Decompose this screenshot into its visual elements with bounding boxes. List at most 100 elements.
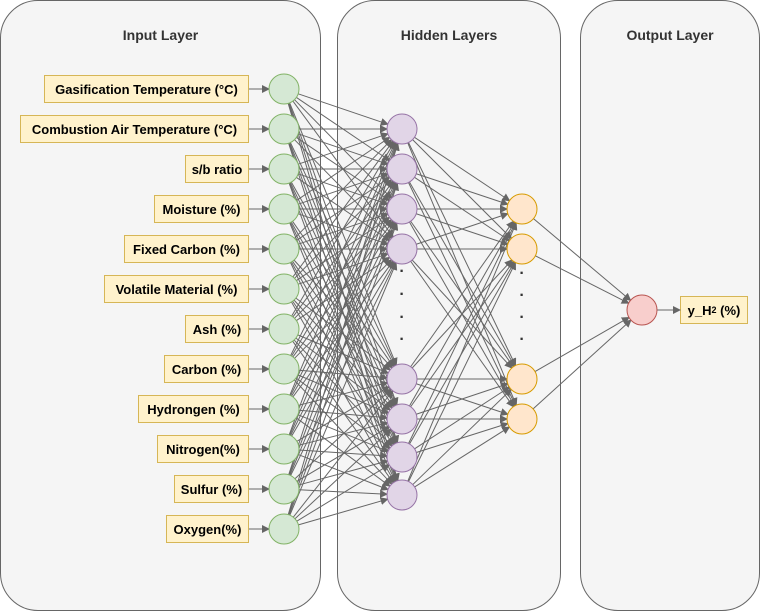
edge-input-9-to-h1-7 (297, 453, 389, 491)
input-node-3 (268, 193, 300, 225)
input-label-ash: Ash (%) (185, 315, 249, 343)
input-node-2 (268, 153, 300, 185)
hidden2-ellipsis-dot-2: · (519, 309, 524, 326)
hidden2-ellipsis-dot-3: · (519, 331, 524, 348)
edge-h1-7-to-h2-0 (407, 221, 518, 482)
edge-input-0-to-h1-0 (298, 93, 389, 126)
hidden1-ellipsis-dot-2: · (399, 309, 404, 326)
edge-h1-4-to-h2-0 (410, 220, 514, 368)
edge-input-11-to-h1-1 (288, 182, 399, 515)
edge-h1-5-to-h2-2 (416, 382, 509, 415)
hidden1-node-2 (386, 193, 418, 225)
edge-h1-0-to-h2-0 (414, 136, 511, 202)
input-node-5 (268, 273, 300, 305)
edge-input-5-to-h1-7 (291, 301, 396, 483)
output-label-prefix: y_H (687, 302, 712, 318)
input-node-7 (268, 353, 300, 385)
edge-h1-7-to-h2-3 (414, 426, 511, 488)
edge-input-10-to-h1-6 (298, 458, 389, 486)
input-node-11 (268, 513, 300, 545)
edge-h1-6-to-h2-2 (414, 386, 511, 450)
output-label-subscript: 2 (711, 305, 717, 315)
edge-h1-7-to-h2-2 (412, 388, 512, 485)
input-label-oxygen: Oxygen(%) (166, 515, 249, 543)
input-label-combustion-air-temperature: Combustion Air Temperature (°C) (20, 115, 249, 143)
output-node (626, 294, 658, 326)
edge-h1-6-to-h2-0 (408, 221, 517, 444)
edge-input-8-to-h1-0 (289, 141, 398, 396)
edge-input-1-to-h1-4 (289, 142, 397, 367)
edge-input-8-to-h1-7 (295, 417, 391, 487)
input-label-sb-ratio: s/b ratio (185, 155, 249, 183)
input-node-9 (268, 433, 300, 465)
edge-h2-3-to-output (532, 319, 632, 410)
edge-input-6-to-h1-6 (293, 339, 393, 447)
edge-input-2-to-h1-0 (298, 132, 389, 165)
edge-input-10-to-h1-0 (288, 142, 399, 475)
input-node-6 (268, 313, 300, 345)
hidden2-node-3 (506, 403, 538, 435)
input-node-4 (268, 233, 300, 265)
edge-h1-1-to-h2-2 (409, 181, 516, 367)
edge-h2-1-to-output (535, 255, 630, 304)
input-node-8 (268, 393, 300, 425)
hidden2-node-1 (506, 233, 538, 265)
edge-h2-2-to-output (534, 316, 630, 372)
nodes (268, 73, 658, 545)
edge-input-7-to-h1-0 (290, 141, 396, 356)
edge-input-7-to-h1-6 (295, 377, 391, 449)
edge-input-7-to-h1-4 (298, 369, 389, 382)
hidden1-ellipsis-dot-3: · (399, 331, 404, 348)
input-layer-title: Input Layer (122, 27, 199, 43)
hidden1-node-0 (386, 113, 418, 145)
input-label-fixed-carbon: Fixed Carbon (%) (124, 235, 249, 263)
edge-input-4-to-h1-0 (294, 138, 393, 239)
input-node-10 (268, 473, 300, 505)
input-label-volatile-material: Volatile Material (%) (104, 275, 249, 303)
hidden1-node-6 (386, 441, 418, 473)
edge-input-5-to-h1-0 (292, 140, 394, 278)
edge-input-4-to-h1-7 (290, 262, 397, 483)
edge-input-4-to-h1-6 (290, 261, 396, 445)
hidden2-node-2 (506, 363, 538, 395)
edge-h1-0-to-h2-2 (408, 142, 517, 367)
edge-input-8-to-h1-4 (298, 380, 389, 406)
output-layer-title: Output Layer (626, 27, 714, 43)
edge-h1-5-to-h2-0 (409, 221, 516, 407)
hidden1-node-1 (386, 153, 418, 185)
edge-h1-7-to-h2-1 (408, 261, 516, 482)
edge-input-11-to-h1-0 (287, 142, 400, 515)
edge-input-6-to-h1-7 (292, 340, 394, 484)
edge-input-2-to-h1-4 (290, 181, 396, 367)
edge-input-11-to-h1-2 (288, 222, 399, 516)
edge-input-11-to-h1-5 (294, 428, 392, 520)
hidden2-ellipsis-dot-1: · (519, 287, 524, 304)
input-node-1 (268, 113, 300, 145)
edge-h1-3-to-h2-0 (416, 212, 509, 245)
hidden1-node-5 (386, 403, 418, 435)
hidden2-ellipsis-dot-0: · (519, 265, 524, 282)
hidden1-ellipsis-dot-0: · (399, 263, 404, 280)
edge-h1-1-to-h2-0 (416, 173, 509, 206)
edge-input-4-to-h1-4 (293, 259, 393, 369)
output-label-suffix: (%) (716, 302, 741, 318)
input-label-hydrogen: Hydrongen (%) (138, 395, 249, 423)
edge-input-9-to-h1-0 (288, 142, 399, 436)
input-node-0 (268, 73, 300, 105)
input-label-sulfur: Sulfur (%) (174, 475, 249, 503)
edges (249, 85, 681, 533)
edge-input-3-to-h1-0 (296, 136, 391, 201)
edge-input-11-to-h1-3 (289, 261, 398, 516)
edge-input-11-to-h1-6 (296, 464, 391, 522)
edge-input-7-to-h1-7 (293, 379, 393, 485)
edge-input-3-to-h1-6 (289, 222, 397, 445)
edge-input-11-to-h1-7 (298, 497, 389, 526)
edge-input-11-to-h1-4 (292, 390, 394, 518)
edge-h1-6-to-h2-3 (416, 421, 509, 453)
hidden1-ellipsis-dot-1: · (399, 286, 404, 303)
hidden1-node-4 (386, 363, 418, 395)
edge-input-9-to-h1-6 (298, 449, 389, 460)
input-label-carbon: Carbon (%) (164, 355, 249, 383)
ellipses: · · · · · · · · (399, 263, 524, 348)
